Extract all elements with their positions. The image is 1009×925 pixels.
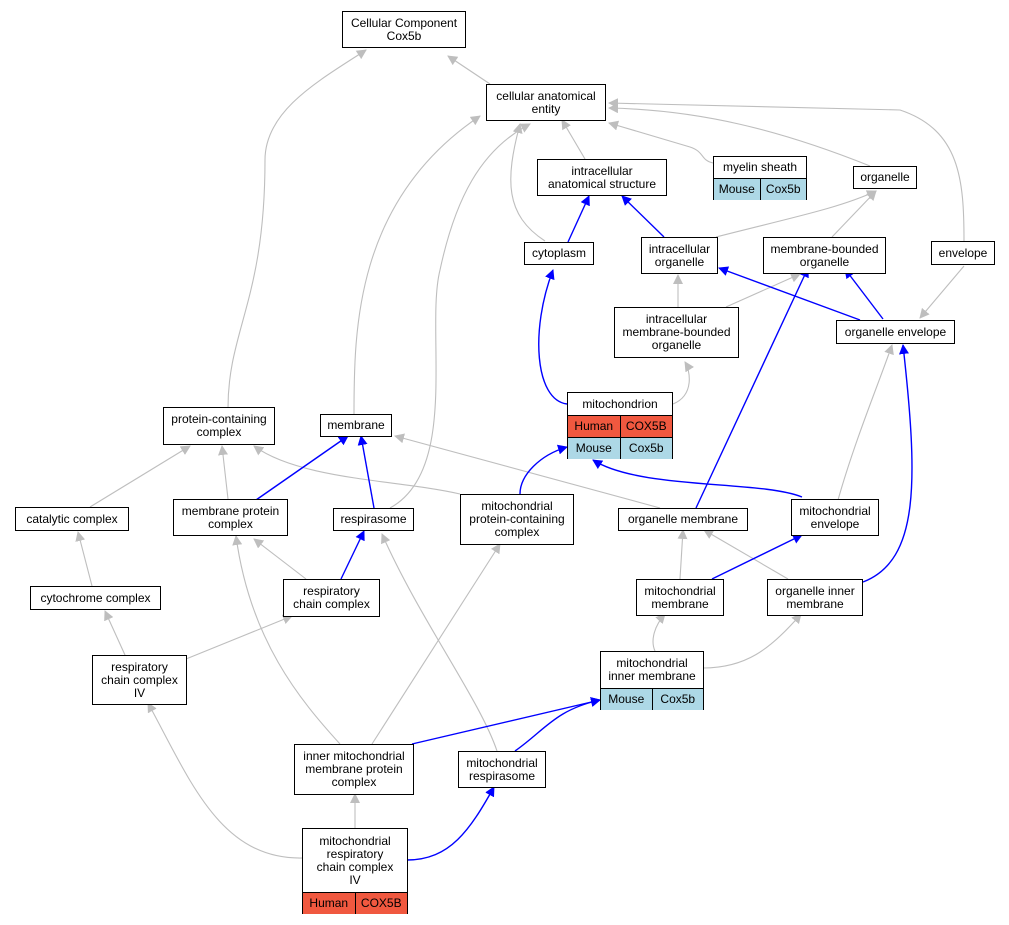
edge-is-a: [227, 49, 367, 409]
node-inner-mitochondrial-membrane-protein-complex[interactable]: inner mitochondrial membrane protein com…: [294, 744, 414, 795]
node-mitochondrial-membrane[interactable]: mitochondrial membrane: [636, 579, 724, 616]
gene-label: COX5B: [619, 416, 672, 437]
edge-part-of: [592, 459, 803, 498]
edge-part-of: [621, 195, 665, 238]
node-cytochrome-complex[interactable]: cytochrome complex: [30, 586, 161, 610]
edge-part-of: [538, 269, 568, 405]
node-mitochondrial-protein-containing-complex[interactable]: mitochondrial protein-containing complex: [460, 494, 574, 545]
node-organelle-envelope[interactable]: organelle envelope: [836, 320, 955, 344]
node-envelope[interactable]: envelope: [931, 241, 995, 265]
node-title: mitochondrion: [582, 396, 658, 411]
species-label: Human: [568, 416, 620, 437]
annotation-row: Human COX5B: [303, 892, 407, 914]
gene-label: Cox5b: [651, 689, 703, 710]
gene-label: Cox5b: [619, 438, 672, 459]
species-label: Mouse: [568, 438, 620, 459]
node-title: mitochondrial respiratory chain complex …: [316, 833, 394, 887]
edge-part-of: [718, 266, 861, 321]
edge-part-of: [340, 530, 365, 580]
node-protein-containing-complex[interactable]: protein-containing complex: [163, 407, 275, 445]
node-cellular-component[interactable]: Cellular Component Cox5b: [342, 11, 466, 48]
edge-is-a: [185, 614, 293, 660]
node-organelle[interactable]: organelle: [853, 166, 917, 189]
edge-part-of: [255, 435, 349, 501]
edge-is-a: [837, 344, 894, 501]
node-cellular-anatomical-entity[interactable]: cellular anatomical entity: [486, 84, 606, 121]
node-intracellular-membrane-bounded-organelle[interactable]: intracellular membrane-bounded organelle: [614, 307, 739, 358]
edge-part-of: [711, 534, 803, 580]
node-organelle-membrane[interactable]: organelle membrane: [618, 508, 748, 531]
edge-is-a: [608, 120, 714, 164]
edge-is-a: [253, 445, 461, 495]
node-myelin-sheath[interactable]: myelin sheath Mouse Cox5b: [713, 156, 807, 200]
node-catalytic-complex[interactable]: catalytic complex: [15, 507, 129, 531]
edge-is-a: [703, 529, 789, 580]
edge-is-a: [75, 531, 93, 587]
edge-part-of: [406, 786, 495, 861]
annotation-row: Mouse Cox5b: [601, 688, 703, 710]
edge-is-a: [672, 361, 695, 405]
edge-part-of: [567, 195, 590, 243]
node-mitochondrial-respiratory-chain-complex-iv[interactable]: mitochondrial respiratory chain complex …: [302, 828, 408, 914]
edge-is-a: [218, 445, 229, 500]
edge-part-of: [844, 268, 884, 320]
node-intracellular-anatomical-structure[interactable]: intracellular anatomical structure: [537, 159, 667, 196]
edge-is-a: [608, 98, 965, 242]
node-mitochondrial-inner-membrane[interactable]: mitochondrial inner membrane Mouse Cox5b: [600, 651, 704, 710]
edge-is-a: [561, 119, 586, 160]
edge-is-a: [831, 190, 877, 238]
gene-label: Cox5b: [759, 179, 806, 200]
edge-is-a: [389, 123, 531, 509]
species-label: Mouse: [601, 689, 652, 710]
edge-is-a: [510, 123, 546, 242]
edge-is-a: [725, 273, 801, 308]
annotation-row: Human COX5B: [568, 415, 672, 437]
edge-is-a: [232, 535, 341, 745]
edge-part-of: [514, 697, 601, 752]
node-membrane-bounded-organelle[interactable]: membrane-bounded organelle: [763, 237, 886, 274]
species-label: Mouse: [714, 179, 760, 200]
node-respiratory-chain-complex-iv[interactable]: respiratory chain complex IV: [92, 655, 187, 705]
edge-is-a: [381, 533, 498, 752]
node-mitochondrial-envelope[interactable]: mitochondrial envelope: [791, 499, 879, 536]
edge-is-a: [147, 702, 304, 859]
edge-is-a: [447, 55, 491, 85]
edge-part-of: [519, 444, 568, 495]
node-title: myelin sheath: [722, 160, 798, 174]
annotation-row: Mouse Cox5b: [568, 437, 672, 459]
edge-is-a: [353, 115, 481, 415]
edge-is-a: [89, 445, 191, 508]
edge-is-a: [677, 529, 688, 580]
species-label: Human: [303, 893, 355, 914]
edge-part-of: [411, 697, 601, 745]
edge-is-a: [715, 190, 877, 238]
edge-is-a: [919, 265, 965, 319]
edge-is-a: [371, 543, 501, 745]
node-membrane-protein-complex[interactable]: membrane protein complex: [173, 499, 288, 536]
edge-is-a: [652, 613, 666, 652]
edge-is-a: [702, 613, 802, 669]
node-title: mitochondrial inner membrane: [608, 656, 696, 683]
node-mitochondrion[interactable]: mitochondrion Human COX5B Mouse Cox5b: [567, 392, 673, 459]
node-mitochondrial-respirasome[interactable]: mitochondrial respirasome: [458, 751, 546, 788]
edge-part-of: [695, 267, 809, 509]
edge-part-of: [357, 435, 375, 509]
node-cytoplasm[interactable]: cytoplasm: [524, 242, 594, 265]
node-respiratory-chain-complex[interactable]: respiratory chain complex: [283, 579, 380, 617]
gene-label: COX5B: [354, 893, 407, 914]
edge-is-a: [253, 538, 307, 580]
edge-part-of: [862, 344, 913, 583]
node-organelle-inner-membrane[interactable]: organelle inner membrane: [767, 579, 863, 616]
node-membrane[interactable]: membrane: [320, 414, 392, 437]
node-intracellular-organelle[interactable]: intracellular organelle: [641, 237, 718, 274]
edge-is-a: [104, 610, 126, 656]
node-respirasome[interactable]: respirasome: [333, 508, 414, 531]
edge-is-a: [608, 103, 871, 167]
annotation-row: Mouse Cox5b: [714, 178, 806, 200]
